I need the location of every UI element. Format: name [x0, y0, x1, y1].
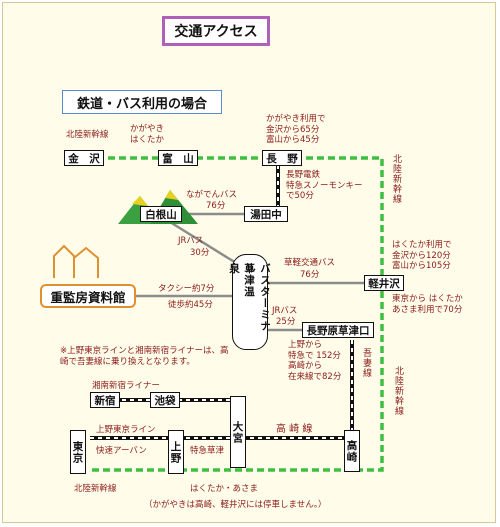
label-hokuriku-top: 北陸新幹線 — [66, 130, 109, 140]
page-title: 交通アクセス — [162, 16, 270, 46]
label-kusakaru-bus-time: 76分 — [300, 270, 320, 280]
label-hokuriku-right-bottom: 北陸新幹線 — [393, 366, 403, 416]
label-from-ueno: 上野から 特急で 152分 高崎から 在来線で82分 — [288, 340, 342, 382]
label-nagaden-bus: ながでんバス — [186, 190, 238, 200]
station-tokyo: 東京 — [70, 430, 86, 474]
label-jr-bus2-time: 25分 — [276, 317, 296, 327]
label-kusakaru-bus: 草軽交通バス — [284, 258, 336, 268]
bus-routes — [136, 212, 364, 332]
label-takasaki-line: 高 崎 線 — [276, 424, 313, 435]
station-karuizawa: 軽井沢 — [364, 275, 404, 291]
label-kagayaki-hakutaka: かがやき はくたか — [130, 124, 165, 145]
label-nagaden-bus-time: 76分 — [206, 201, 226, 211]
label-shonan-shinjuku: 湘南新宿ライナー — [92, 381, 160, 391]
label-hokuriku-right-top: 北陸新幹線 — [391, 154, 401, 204]
transfer-note: ※上野東京ラインと湘南新宿ライナーは、高崎で吾妻線に乗り換えとなります。 — [60, 346, 229, 368]
label-ueno-tokyo-line: 上野東京ライン — [96, 425, 156, 435]
station-naganohara-kusatsuguchi: 長野原草津口 — [302, 322, 374, 338]
station-takasaki: 高崎 — [344, 430, 360, 472]
label-jr-bus: JRバス — [178, 236, 204, 246]
label-walk: 徒歩約45分 — [168, 300, 213, 310]
station-toyama: 富 山 — [158, 150, 198, 166]
label-hakutaka-use: はくたか利用で 金沢から120分 富山から105分 — [392, 240, 452, 272]
label-kusatsu-express: 特急草津 — [190, 446, 225, 456]
terminal-bus-terminal: バスターミナル — [244, 263, 271, 332]
station-kanazawa: 金 沢 — [64, 150, 104, 166]
museum-building-icon — [53, 244, 99, 278]
shinkansen-route — [64, 156, 384, 472]
station-shinjuku: 新宿 — [90, 392, 120, 408]
label-kagayaki-use: かがやき利用で 金沢から65分 富山から45分 — [266, 114, 326, 146]
label-taxi: タクシー約7分 — [158, 284, 215, 294]
station-yudanaka: 湯田中 — [244, 206, 288, 222]
label-hokuriku-bottom: 北陸新幹線 — [74, 484, 117, 494]
section-heading: 鉄道・バス利用の場合 — [62, 90, 222, 114]
label-hakutaka-asama: はくたか・あさま — [190, 484, 259, 494]
station-ueno: 上野 — [168, 430, 184, 474]
label-jr-bus-time: 30分 — [190, 248, 210, 258]
label-agatsuma: 吾妻線 — [361, 348, 371, 378]
station-nagano: 長 野 — [262, 150, 302, 166]
label-jr-bus2: JRバス — [272, 306, 298, 316]
label-nagano-dentetsu: 長野電鉄 特急スノーモンキー で50分 — [286, 170, 363, 202]
label-rapid-urban: 快速アーバン — [96, 446, 147, 456]
station-omiya: 大宮 — [230, 396, 246, 468]
label-bottom-note: （かがやきは高崎、軽井沢には停車しません。） — [144, 500, 327, 510]
kusatsu-bus-terminal: 草津温泉 バスターミナル — [228, 254, 271, 350]
label-tokyo-from: 東京から はくたか あさま利用で70分 — [392, 294, 463, 315]
station-ikebukuro: 池袋 — [150, 392, 180, 408]
station-shironeyama: 白根山 — [140, 206, 182, 222]
museum-label: 重監房資料館 — [40, 284, 136, 308]
hokuriku-shinkansen-line — [64, 156, 384, 472]
